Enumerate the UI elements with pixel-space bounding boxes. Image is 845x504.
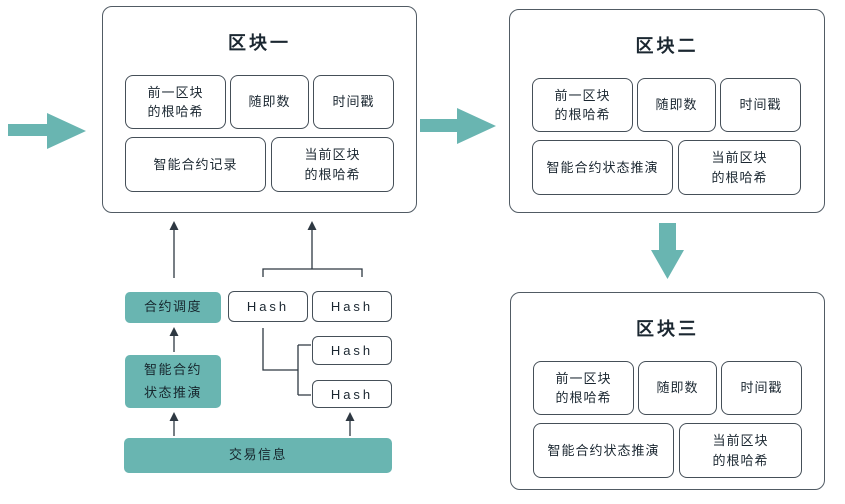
block-three: 区块三 前一区块 的根哈希 随即数 时间戳 智能合约状态推演 当前区块 的根哈希 <box>510 292 825 490</box>
block-one: 区块一 前一区块 的根哈希 随即数 时间戳 智能合约记录 当前区块 的根哈希 <box>102 6 417 213</box>
hash-box-3: Hash <box>312 336 392 365</box>
block-two-prev-hash: 前一区块 的根哈希 <box>532 78 633 132</box>
block-three-title: 区块三 <box>636 319 699 339</box>
block-three-current-hash: 当前区块 的根哈希 <box>679 423 802 478</box>
block-one-contract-record: 智能合约记录 <box>125 137 266 192</box>
hash-tree-connector <box>262 328 311 396</box>
block-two: 区块二 前一区块 的根哈希 随即数 时间戳 智能合约状态推演 当前区块 的根哈希 <box>509 9 825 213</box>
block-one-timestamp: 时间戳 <box>313 75 394 129</box>
arrow-hashtree-to-block1 <box>262 221 363 277</box>
block-two-timestamp: 时间戳 <box>720 78 801 132</box>
arrow-tx-to-hash <box>345 412 355 436</box>
hash-box-2: Hash <box>312 291 392 322</box>
block-one-current-hash: 当前区块 的根哈希 <box>271 137 394 192</box>
block-three-timestamp: 时间戳 <box>721 361 802 415</box>
arrow-tx-to-state <box>169 412 179 436</box>
flow-arrow-block2-to-block3-icon <box>651 223 684 279</box>
hash-box-1: Hash <box>228 291 308 322</box>
transaction-info-box: 交易信息 <box>124 438 392 473</box>
smart-contract-state-box: 智能合约 状态推演 <box>125 355 221 408</box>
block-one-title: 区块一 <box>228 33 291 53</box>
arrow-dispatch-to-block1 <box>169 221 179 278</box>
block-three-prev-hash: 前一区块 的根哈希 <box>533 361 634 415</box>
block-two-contract-state: 智能合约状态推演 <box>532 140 673 195</box>
flow-arrow-into-block1-icon <box>8 113 86 149</box>
contract-dispatch-box: 合约调度 <box>125 292 221 323</box>
block-two-current-hash: 当前区块 的根哈希 <box>678 140 801 195</box>
flow-arrow-block1-to-block2-icon <box>420 108 496 144</box>
block-three-contract-state: 智能合约状态推演 <box>533 423 674 478</box>
arrow-state-to-dispatch <box>169 327 179 352</box>
block-two-nonce: 随即数 <box>637 78 716 132</box>
hash-box-4: Hash <box>312 380 392 408</box>
block-three-nonce: 随即数 <box>638 361 717 415</box>
block-one-nonce: 随即数 <box>230 75 309 129</box>
block-two-title: 区块二 <box>635 36 699 56</box>
block-one-prev-hash: 前一区块 的根哈希 <box>125 75 226 129</box>
